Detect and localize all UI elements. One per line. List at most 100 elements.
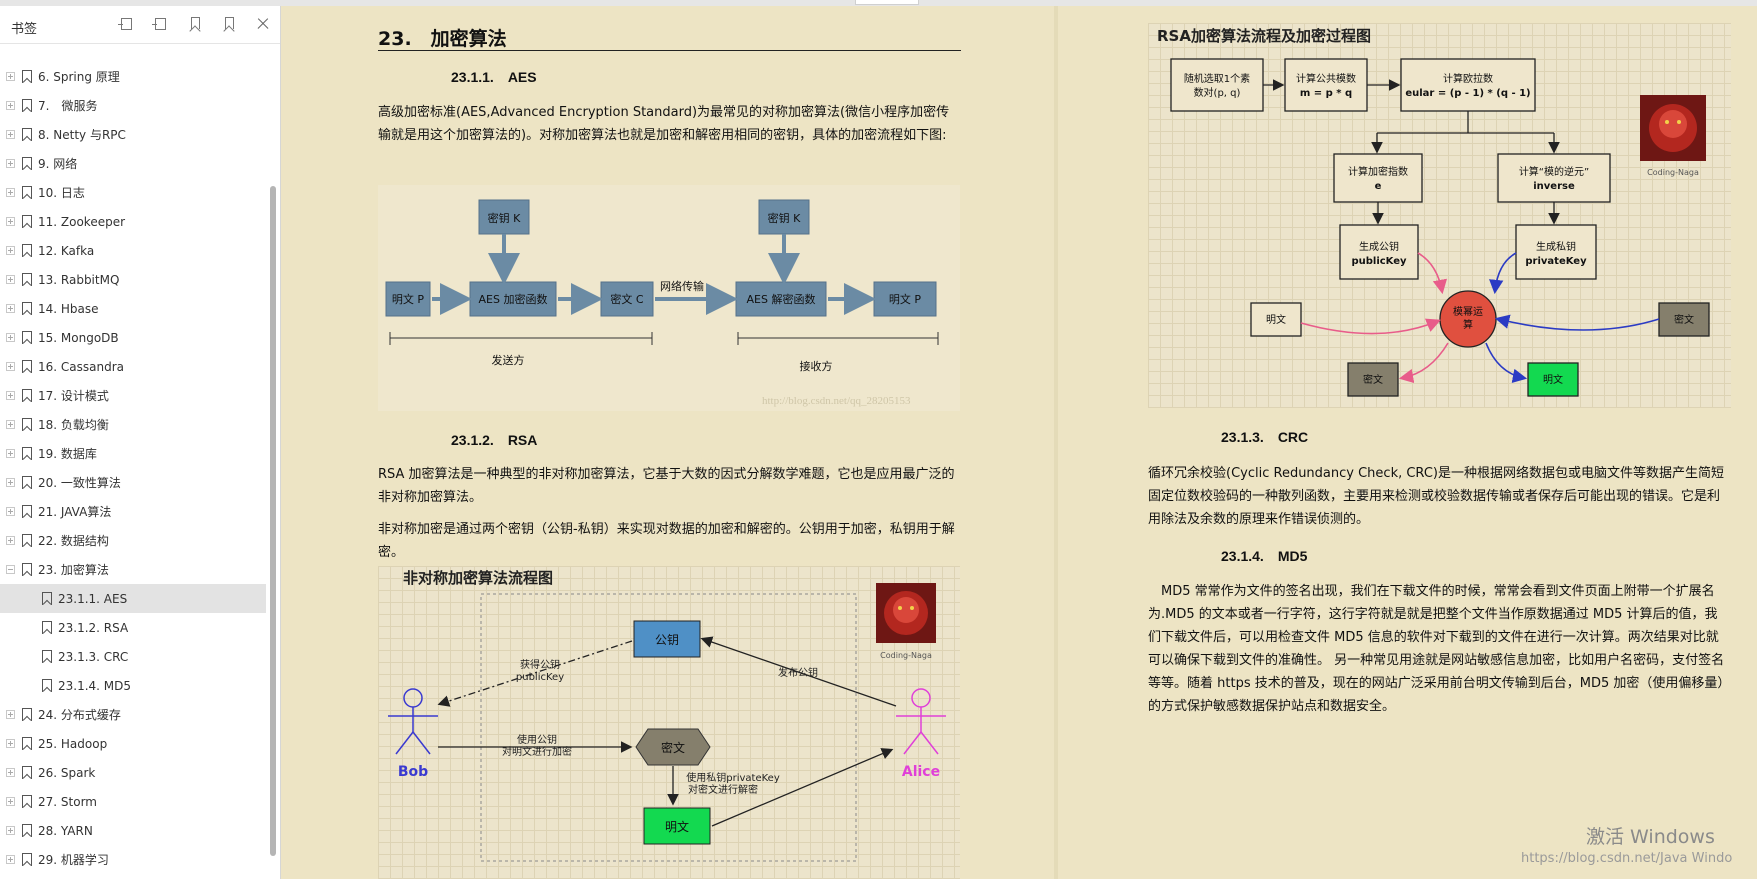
- expand-toggle-icon[interactable]: [6, 449, 15, 458]
- bookmark-label: 17. 设计模式: [38, 389, 109, 403]
- bookmark-item-expanded[interactable]: 23. 加密算法: [0, 555, 266, 584]
- expand-toggle-icon[interactable]: [6, 797, 15, 806]
- use-privkey-text-2: 对密文进行解密: [688, 783, 758, 796]
- bookmark-item[interactable]: 25. Hadoop: [0, 729, 266, 758]
- bookmark-item[interactable]: 29. 机器学习: [0, 845, 266, 874]
- windows-activation-watermark: 激活 Windows: [1586, 826, 1715, 848]
- expand-toggle-icon[interactable]: [6, 275, 15, 284]
- bookmark-label: 23.1.2. RSA: [58, 620, 129, 635]
- expand-all-icon[interactable]: [118, 15, 136, 33]
- sidebar-scrollbar[interactable]: [270, 186, 276, 856]
- bookmark-item[interactable]: 10. 日志: [0, 178, 266, 207]
- bookmark-icon[interactable]: [220, 15, 238, 33]
- inverse-text-2: inverse: [1533, 181, 1575, 192]
- bookmark-sidebar: 书签 6. Spring 原理 7. 微服务 8. Netty 与RPC 9. …: [0, 6, 281, 879]
- bookmark-icon: [22, 534, 32, 547]
- bookmark-item[interactable]: 9. 网络: [0, 149, 266, 178]
- bookmark-item[interactable]: 18. 负载均衡: [0, 410, 266, 439]
- bookmark-icon: [22, 505, 32, 518]
- bookmark-item[interactable]: 22. 数据结构: [0, 526, 266, 555]
- expand-toggle-icon[interactable]: [6, 391, 15, 400]
- bookmark-item[interactable]: 15. MongoDB: [0, 323, 266, 352]
- expand-toggle-icon[interactable]: [6, 246, 15, 255]
- sidebar-title: 书签: [11, 22, 38, 37]
- bookmark-item[interactable]: 28. YARN: [0, 816, 266, 845]
- asymmetric-flow-diagram: 非对称加密算法流程图 公钥 密文 明文 Bob Alice 获得公钥 publi…: [388, 569, 946, 862]
- encrypt-label: AES 加密函数: [479, 292, 548, 306]
- use-pubkey-text-1: 使用公钥: [517, 733, 557, 746]
- expand-toggle-icon[interactable]: [6, 159, 15, 168]
- bookmark-subitem-md5[interactable]: 23.1.4. MD5: [0, 671, 266, 700]
- bookmark-icon: [42, 621, 52, 634]
- expand-toggle-icon[interactable]: [6, 710, 15, 719]
- bookmark-subitem-aes[interactable]: 23.1.1. AES: [0, 584, 266, 613]
- expand-toggle-icon[interactable]: [6, 536, 15, 545]
- bookmark-icon: [22, 99, 32, 112]
- bookmark-label: 23. 加密算法: [38, 563, 109, 577]
- collapse-all-icon[interactable]: [152, 15, 170, 33]
- chapter-heading: 23. 加密算法: [378, 28, 507, 50]
- bookmark-label: 23.1.3. CRC: [58, 649, 129, 664]
- aes-flow-diagram: 密钥 K 密钥 K 明文 P AES 加密函数 密文 C AES 解密函数 明文…: [385, 199, 939, 373]
- bookmark-item[interactable]: 24. 分布式缓存: [0, 700, 266, 729]
- network-label: 网络传输: [660, 279, 704, 293]
- expand-toggle-icon[interactable]: [6, 130, 15, 139]
- bookmark-icon: [22, 273, 32, 286]
- bookmark-item[interactable]: 12. Kafka: [0, 236, 266, 265]
- rsa-flow-diagram: RSA加密算法流程及加密过程图 随机选取1个素 数对(p, q) 计算公共模数 …: [1157, 27, 1710, 397]
- bookmark-item[interactable]: 6. Spring 原理: [0, 62, 266, 91]
- ciphertext-label: 密文 C: [610, 292, 643, 306]
- public-key-label: 公钥: [655, 633, 679, 647]
- bookmark-icon: [42, 592, 52, 605]
- bookmark-subitem-rsa[interactable]: 23.1.2. RSA: [0, 613, 266, 642]
- use-pubkey-text-2: 对明文进行加密: [502, 745, 572, 758]
- expand-toggle-icon[interactable]: [6, 855, 15, 864]
- bookmark-list: 6. Spring 原理 7. 微服务 8. Netty 与RPC 9. 网络 …: [0, 62, 266, 874]
- expand-toggle-icon[interactable]: [6, 362, 15, 371]
- bookmark-item[interactable]: 20. 一致性算法: [0, 468, 266, 497]
- rsa-paragraph-1: RSA 加密算法是一种典型的非对称加密算法，它基于大数的因式分解数学难题，它也是…: [378, 467, 955, 505]
- expand-toggle-icon[interactable]: [6, 101, 15, 110]
- close-icon[interactable]: [254, 15, 272, 33]
- bookmark-label: 12. Kafka: [38, 243, 95, 258]
- bookmark-item[interactable]: 8. Netty 与RPC: [0, 120, 266, 149]
- crc-paragraph: 循环冗余校验(Cyclic Redundancy Check, CRC)是一种根…: [1148, 466, 1724, 527]
- bookmark-item[interactable]: 7. 微服务: [0, 91, 266, 120]
- expand-toggle-icon[interactable]: [6, 507, 15, 516]
- bookmark-item[interactable]: 13. RabbitMQ: [0, 265, 266, 294]
- bookmark-item[interactable]: 11. Zookeeper: [0, 207, 266, 236]
- expand-toggle-icon[interactable]: [6, 739, 15, 748]
- expand-toggle-icon[interactable]: [6, 304, 15, 313]
- collapse-toggle-icon[interactable]: [6, 565, 15, 574]
- bookmark-label: 14. Hbase: [38, 301, 99, 316]
- plain-label: 明文: [665, 819, 689, 834]
- rsa-paragraph-2: 非对称加密是通过两个密钥（公钥-私钥）来实现对数据的加密和解密的。公钥用于加密，…: [378, 522, 955, 560]
- cipher-label: 密文: [661, 740, 685, 755]
- bookmark-item[interactable]: 14. Hbase: [0, 294, 266, 323]
- expand-toggle-icon[interactable]: [6, 478, 15, 487]
- add-bookmark-icon[interactable]: [186, 15, 204, 33]
- expand-toggle-icon[interactable]: [6, 188, 15, 197]
- aes-flow-figure: 密钥 K 密钥 K 明文 P AES 加密函数 密文 C AES 解密函数 明文…: [378, 185, 960, 411]
- bookmark-item[interactable]: 21. JAVA算法: [0, 497, 266, 526]
- bookmark-item[interactable]: 17. 设计模式: [0, 381, 266, 410]
- step2-text-1: 计算公共模数: [1296, 72, 1356, 85]
- top-tab-handle[interactable]: [855, 0, 919, 5]
- bookmark-item[interactable]: 19. 数据库: [0, 439, 266, 468]
- bookmark-item[interactable]: 26. Spark: [0, 758, 266, 787]
- expand-toggle-icon[interactable]: [6, 420, 15, 429]
- rsa-plain-in: 明文: [1266, 313, 1286, 326]
- expand-toggle-icon[interactable]: [6, 826, 15, 835]
- bookmark-icon: [22, 708, 32, 721]
- inverse-text-1: 计算“模的逆元”: [1519, 165, 1589, 178]
- section-heading-rsa: 23.1.2. RSA: [451, 432, 538, 448]
- bookmark-item[interactable]: 16. Cassandra: [0, 352, 266, 381]
- bookmark-subitem-crc[interactable]: 23.1.3. CRC: [0, 642, 266, 671]
- expand-toggle-icon[interactable]: [6, 768, 15, 777]
- expand-toggle-icon[interactable]: [6, 217, 15, 226]
- bookmark-icon: [22, 737, 32, 750]
- bookmark-icon: [22, 389, 32, 402]
- expand-toggle-icon[interactable]: [6, 72, 15, 81]
- bookmark-item[interactable]: 27. Storm: [0, 787, 266, 816]
- expand-toggle-icon[interactable]: [6, 333, 15, 342]
